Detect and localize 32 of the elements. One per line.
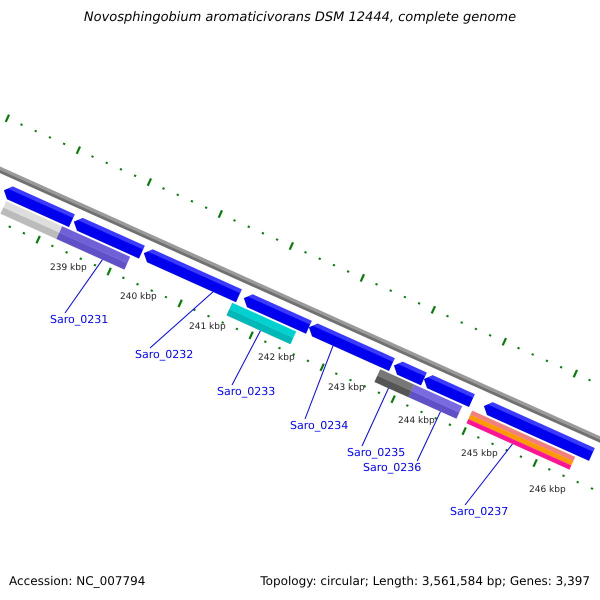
position-label: 244 kbp	[398, 416, 435, 426]
accession-text: Accession: NC_007794	[9, 574, 146, 588]
gene-label: Saro_0233	[217, 385, 276, 398]
gene-block	[74, 218, 145, 259]
position-label: 246 kbp	[529, 485, 566, 495]
gene-block	[394, 362, 427, 386]
gene-block	[308, 324, 395, 371]
position-label: 245 kbp	[461, 449, 498, 459]
gene-block	[0, 201, 62, 239]
title: Novosphingobium aromaticivorans DSM 12444, complete genome	[82, 10, 518, 25]
gene-label: Saro_0234	[290, 419, 348, 432]
leader-line	[362, 388, 389, 446]
position-label: 241 kbp	[189, 322, 226, 332]
leader-line	[232, 330, 261, 386]
position-label: 242 kbp	[258, 353, 295, 363]
gene-label: Saro_0237	[450, 505, 508, 518]
gene-label: Saro_0232	[135, 348, 194, 361]
gene-block	[484, 402, 595, 461]
position-label: 240 kbp	[120, 292, 157, 302]
leader-line	[150, 291, 214, 348]
gene-label: Saro_0236	[363, 461, 422, 474]
gene-block	[4, 186, 75, 228]
leader-line	[304, 345, 334, 420]
gene-label: Saro_0231	[50, 313, 108, 326]
gene-block	[424, 375, 475, 407]
gene-block	[374, 369, 414, 398]
gene-block	[226, 302, 296, 344]
gene-block	[244, 294, 312, 334]
position-label: 243 kbp	[328, 383, 365, 393]
genome-info-text: Topology: circular; Length: 3,561,584 bp; Genes: 3,397	[260, 574, 590, 588]
position-label: 239 kbp	[50, 263, 87, 273]
gene-label: Saro_0235	[347, 446, 406, 459]
